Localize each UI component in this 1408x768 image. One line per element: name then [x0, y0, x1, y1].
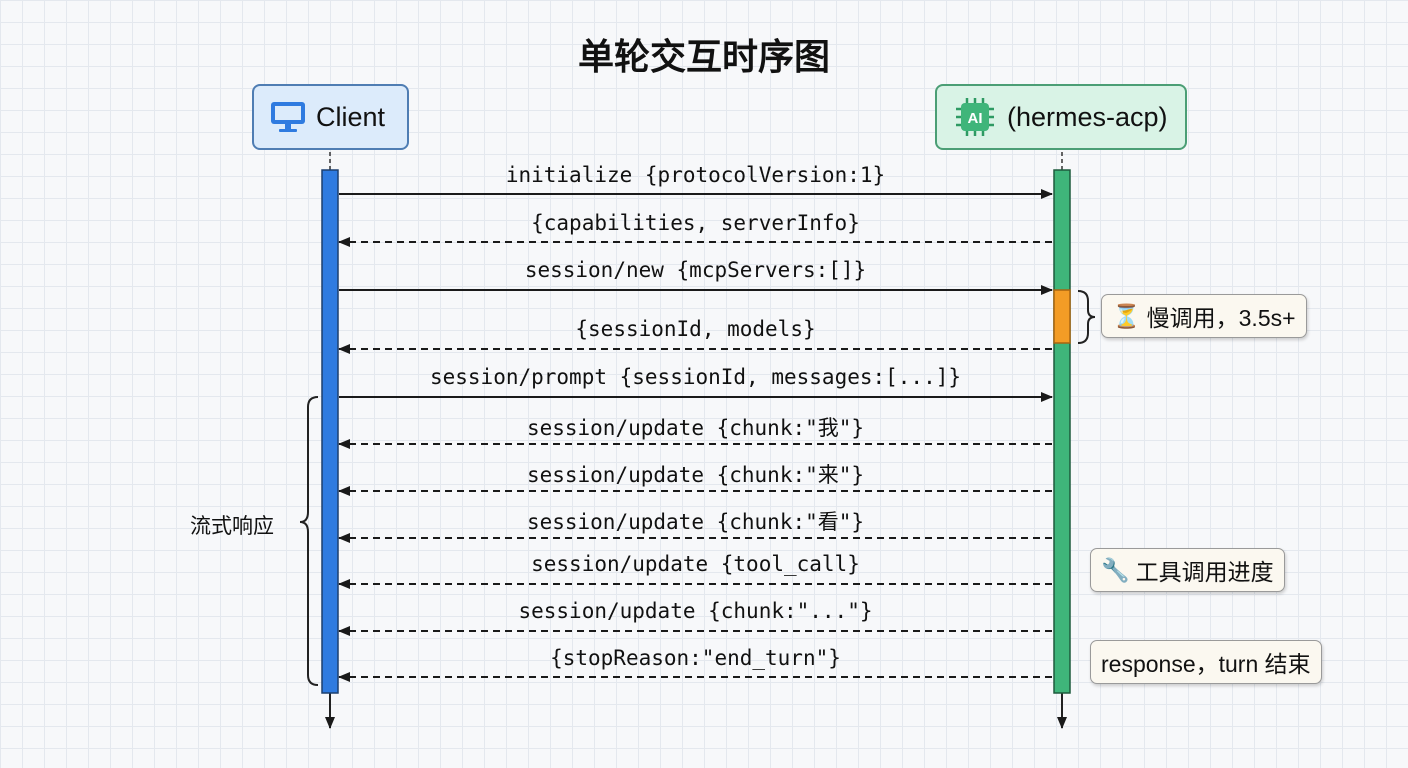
client-activation-bar	[321, 169, 339, 694]
stream-brace	[299, 396, 319, 686]
message-label-update-tool-call: session/update {tool_call}	[531, 552, 860, 576]
tool-call-note: 🔧 工具调用进度	[1090, 548, 1285, 592]
message-label-session-prompt: session/prompt {sessionId, messages:[...…	[429, 365, 961, 389]
message-label-initialize: initialize {protocolVersion:1}	[505, 163, 886, 187]
slow-call-note-text: 慢调用，3.5s+	[1146, 305, 1296, 331]
client-label: Client	[316, 101, 386, 132]
message-label-stop-reason: {stopReason:"end_turn"}	[550, 646, 841, 670]
turn-end-note: response，turn 结束	[1090, 640, 1322, 684]
turn-end-note-text: response，turn 结束	[1101, 651, 1311, 677]
message-label-update-chunk-2: session/update {chunk:"来"}	[526, 463, 865, 487]
server-actor-box: AI (hermes-acp)	[935, 84, 1187, 150]
monitor-icon	[270, 100, 306, 134]
message-label-capabilities: {capabilities, serverInfo}	[531, 211, 860, 235]
message-label-update-chunk-3: session/update {chunk:"看"}	[526, 510, 865, 534]
hourglass-icon: ⏳	[1112, 303, 1141, 330]
tool-call-note-text: 工具调用进度	[1135, 559, 1274, 585]
svg-text:AI: AI	[968, 110, 983, 127]
message-label-session-new: session/new {mcpServers:[]}	[524, 258, 867, 282]
message-label-session-id: {sessionId, models}	[575, 317, 816, 341]
server-activation-bar	[1053, 169, 1071, 694]
ai-chip-icon: AI	[953, 95, 997, 139]
wrench-icon: 🔧	[1101, 557, 1130, 584]
diagram-title: 单轮交互时序图	[577, 37, 830, 78]
slow-call-highlight	[1053, 289, 1071, 344]
client-actor-box: Client	[252, 84, 409, 150]
slow-call-note: ⏳ 慢调用，3.5s+	[1101, 294, 1307, 338]
server-label: (hermes-acp)	[1007, 101, 1168, 132]
message-label-update-chunk-4: session/update {chunk:"..."}	[518, 599, 873, 623]
slow-call-brace	[1077, 290, 1096, 344]
message-label-update-chunk-1: session/update {chunk:"我"}	[526, 416, 865, 440]
stream-response-label: 流式响应	[190, 514, 274, 538]
